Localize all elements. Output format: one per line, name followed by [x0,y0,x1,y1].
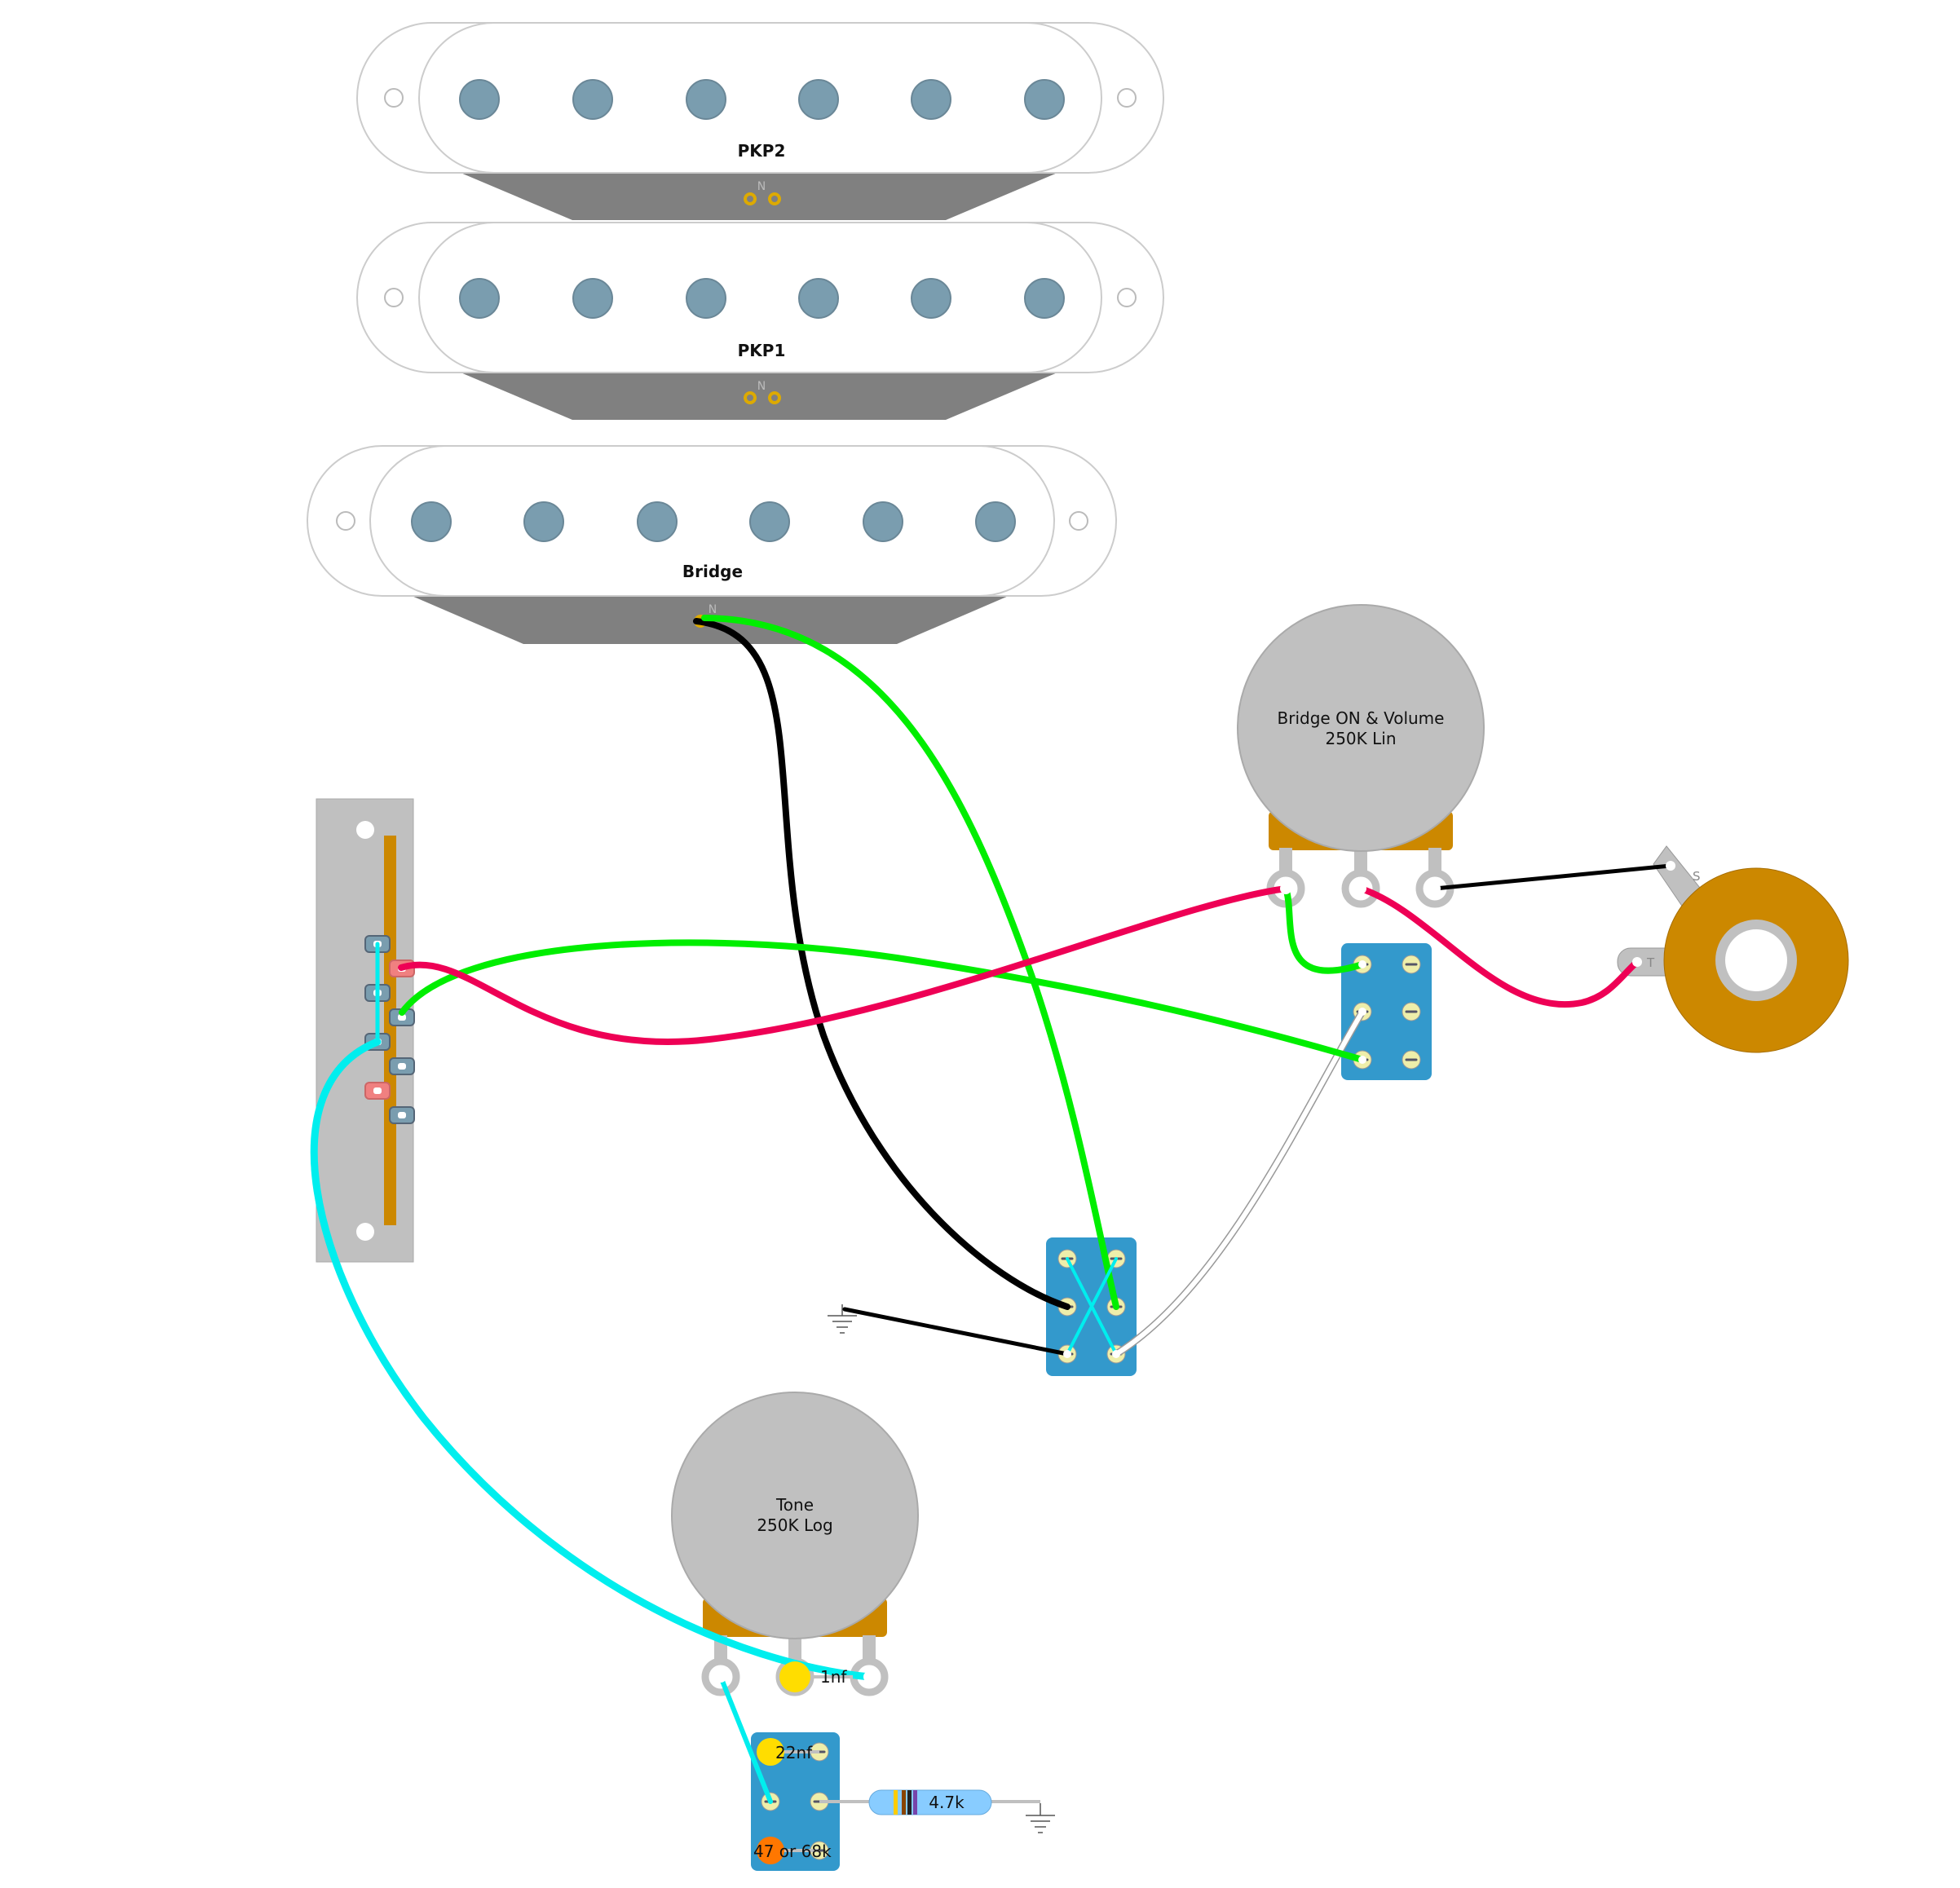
solder-lugs [744,391,781,404]
capacitor-47-68k: 47 or 68k [753,1837,832,1864]
ground-symbol [828,1304,857,1334]
wire-black-jack [1432,863,1673,891]
wire-green-volume [1282,885,1366,974]
wire-red-jack [1357,885,1640,1008]
tone-pot: Tone 250K Log [671,1392,919,1696]
pole-pieces [459,278,1065,319]
wire-black-ground [842,1307,1070,1356]
wires [310,615,1673,1804]
pickup-label: Bridge [682,562,743,581]
solder-lugs [744,192,781,205]
jack-sleeve-label: S [1693,869,1701,884]
volume-pot-value: 250K Lin [1325,729,1396,748]
capacitor-1nf: 1nf [779,1661,853,1692]
tone-pot-label: Tone [775,1495,814,1515]
wire-green [701,615,1119,1310]
wire-cyan-cross [1066,1257,1118,1356]
selector-switch [316,798,415,1263]
wire-black [693,618,1070,1310]
jack-tip-label: T [1646,955,1655,970]
volume-pot-label: Bridge ON & Volume [1278,708,1445,728]
pole-pieces [411,501,1016,542]
pickup-label: PKP1 [738,341,786,360]
capacitor-22nf: 22nf [757,1738,819,1766]
polarity-mark: N [757,380,766,393]
wire-cyan-tone-switch [718,1674,773,1804]
polarity-mark: N [709,603,717,616]
pickup-bridge: Bridge N [307,445,1117,644]
capacitor-22nf-label: 22nf [775,1743,813,1762]
wire-cyan-tone [310,1038,873,1681]
ground-symbol [1026,1803,1055,1833]
wire-white [1112,1008,1366,1358]
tone-pot-value: 250K Log [757,1515,832,1535]
lug-dots [715,861,1675,1683]
wire-green-selector [399,939,1366,1063]
volume-pot: Bridge ON & Volume 250K Lin [1237,604,1485,908]
resistor-4-7k: 4.7k [819,1789,1040,1815]
polarity-mark: N [757,180,766,193]
capacitor-1nf-label: 1nf [820,1667,847,1687]
resistor-label: 4.7k [929,1793,965,1812]
pickup-pkp1: PKP1 N [356,222,1164,420]
wire-red-selector [398,885,1289,1045]
output-jack: S T [1617,845,1849,1053]
pole-pieces [459,79,1065,120]
alt-value-label: 47 or 68k [753,1842,832,1861]
pickup-pkp2: PKP2 N [356,22,1164,220]
pickup-label: PKP2 [738,141,786,161]
